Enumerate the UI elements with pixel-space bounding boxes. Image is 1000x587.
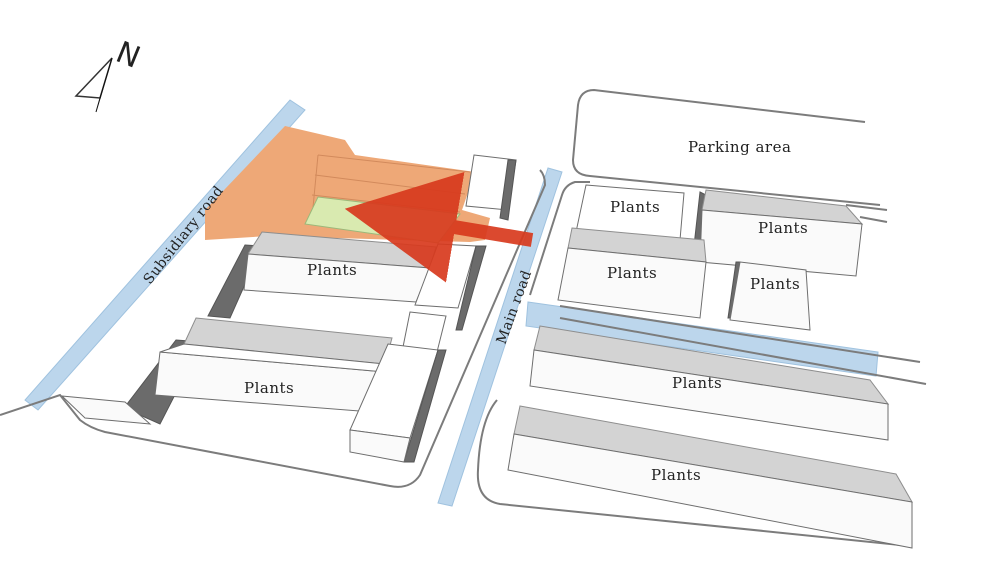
main-road — [437, 167, 563, 507]
plant-e6-label: Plants — [651, 466, 701, 484]
east-road-edge-c — [845, 204, 888, 211]
east-road-edge-b — [559, 317, 927, 385]
subsidiary-road — [24, 99, 306, 411]
tower-side — [499, 159, 517, 221]
parking-area-outline — [571, 88, 881, 206]
plant-e3-front — [557, 247, 707, 319]
plant-e2-label: Plants — [758, 219, 808, 237]
west-block-curb — [0, 169, 547, 488]
plant-e1-label: Plants — [610, 198, 660, 216]
plant-e3-label: Plants — [607, 264, 657, 282]
east-road-edge-d — [859, 216, 888, 223]
plant-e5-label: Plants — [672, 374, 722, 392]
north-label: N — [111, 35, 145, 76]
connector-w-side — [455, 245, 487, 331]
direction-arrow — [344, 171, 534, 283]
plant-e4-label: Plants — [750, 275, 800, 293]
cross-road — [525, 301, 879, 377]
plant-e6-front — [507, 433, 913, 549]
north-arrow: N — [74, 35, 145, 113]
plant-w2-label: Plants — [244, 379, 294, 397]
parking-area-label: Parking area — [688, 138, 791, 156]
plant-e5-front — [529, 349, 889, 441]
north-arrow-light-half — [74, 57, 113, 99]
tower-s-front — [349, 429, 411, 463]
east-upper-curb — [529, 181, 590, 296]
tower-s-side — [403, 349, 447, 463]
plant-e4-front — [729, 261, 811, 331]
plant-w1-label: Plants — [307, 261, 357, 279]
north-arrow-dark-half — [95, 57, 113, 113]
west-edge-block — [60, 395, 152, 425]
east-road-edge-a — [559, 305, 921, 363]
east-block-curb — [476, 399, 911, 547]
